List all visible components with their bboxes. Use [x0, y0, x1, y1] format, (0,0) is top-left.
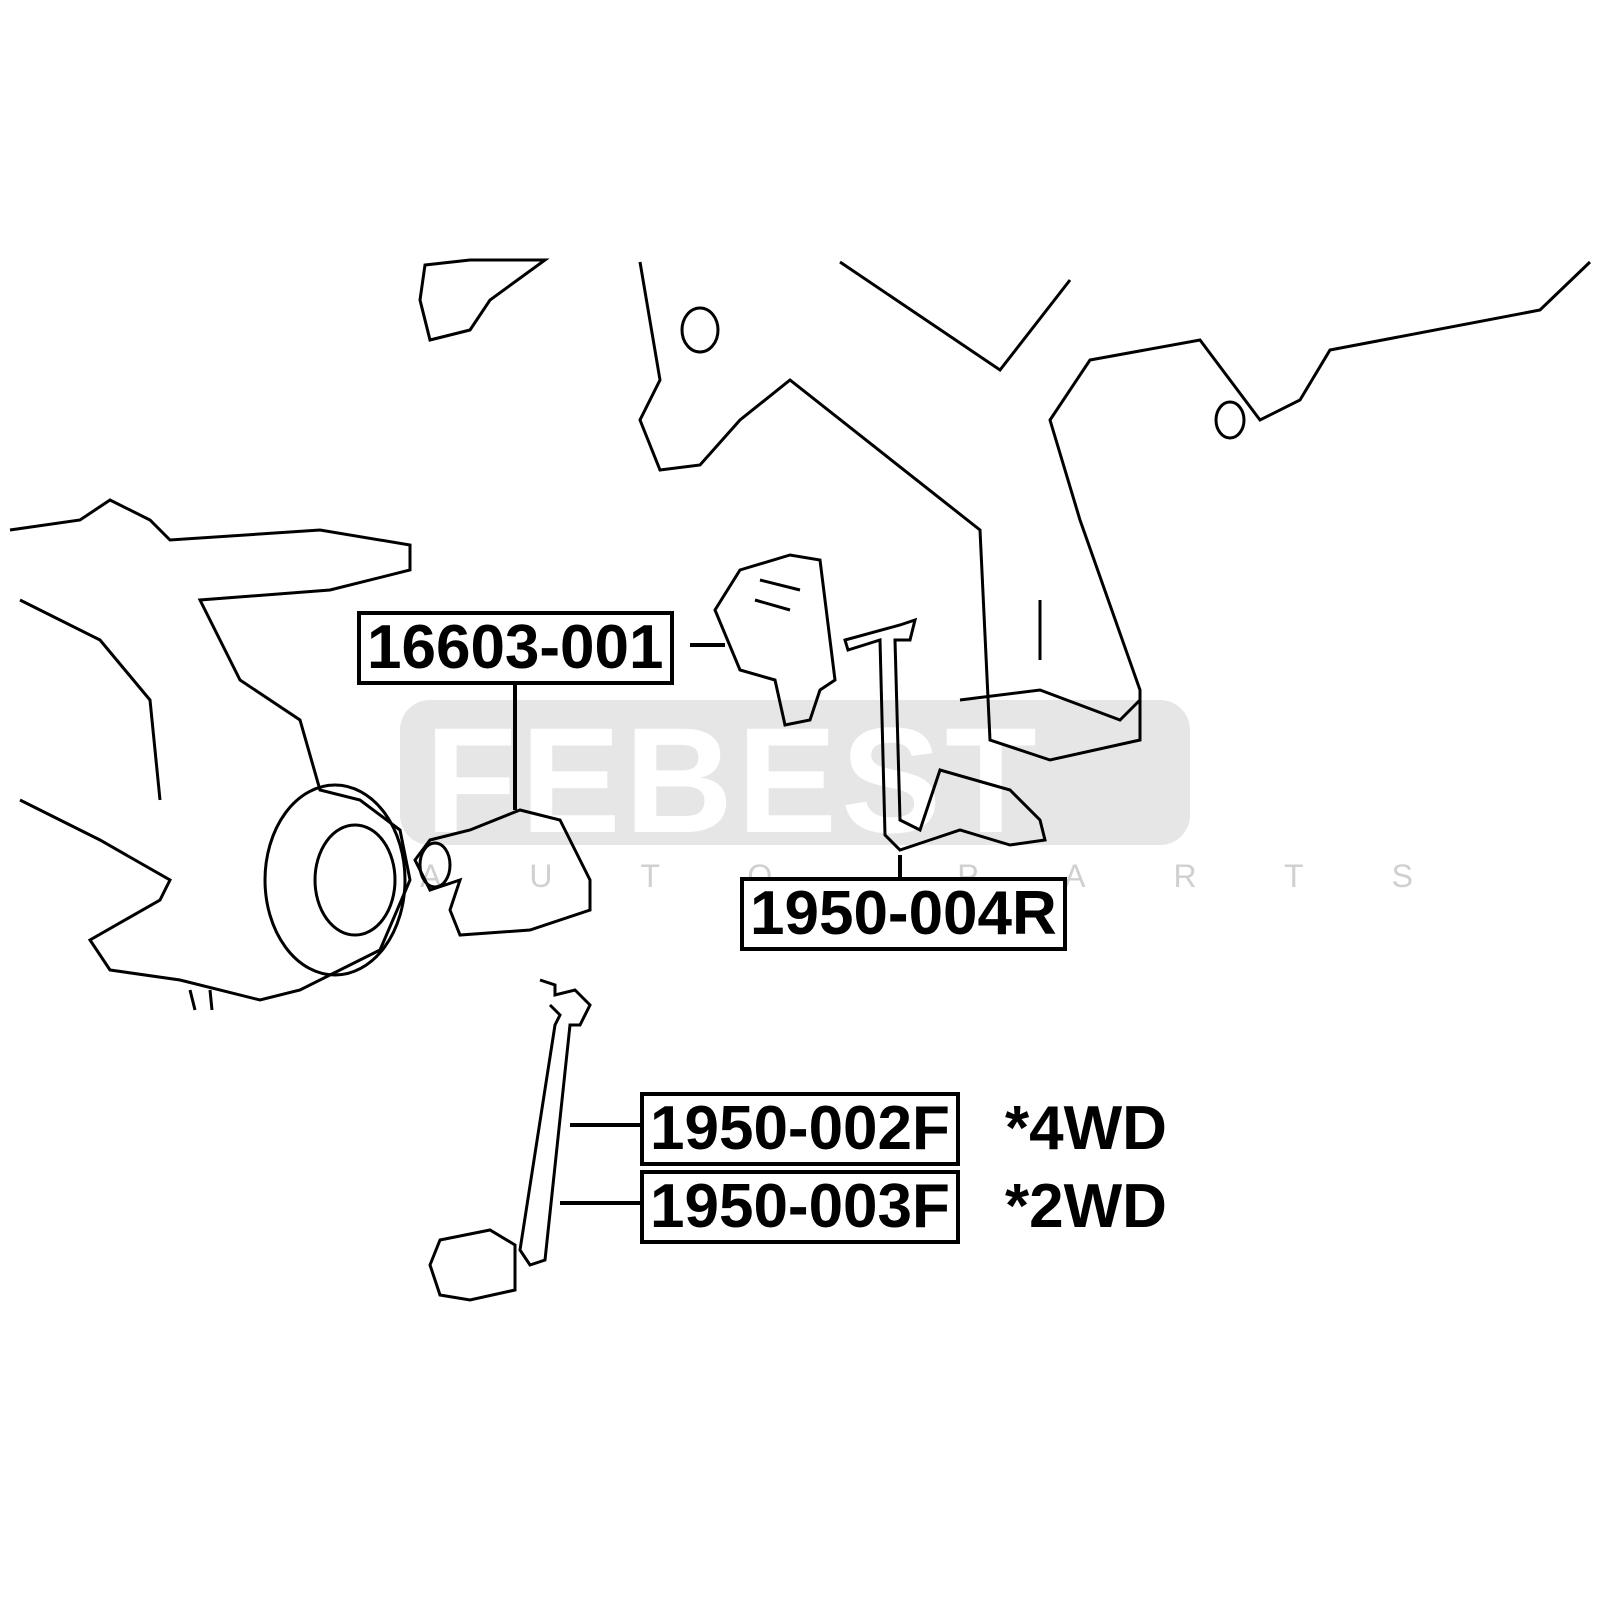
height-sensor-bottom-drawing	[413, 808, 592, 937]
callout-16603-001[interactable]: 16603-001	[357, 611, 674, 685]
leader-lines	[513, 643, 902, 1205]
height-sensor-top-drawing	[713, 553, 837, 727]
callout-1950-004R[interactable]: 1950-004R	[740, 877, 1067, 951]
note-2wd: *2WD	[1005, 1172, 1167, 1241]
rear-sensor-link-drawing	[843, 617, 1047, 852]
watermark-brand: FEBEST	[425, 696, 1041, 864]
front-sensor-link-drawing	[428, 978, 592, 1302]
callout-1950-003F[interactable]: 1950-003F	[640, 1170, 960, 1244]
callout-1950-002F[interactable]: 1950-002F	[640, 1092, 960, 1166]
subframe-drawing	[418, 258, 1592, 762]
note-4wd: *4WD	[1005, 1094, 1167, 1163]
steering-knuckle-drawing	[9, 498, 412, 1011]
